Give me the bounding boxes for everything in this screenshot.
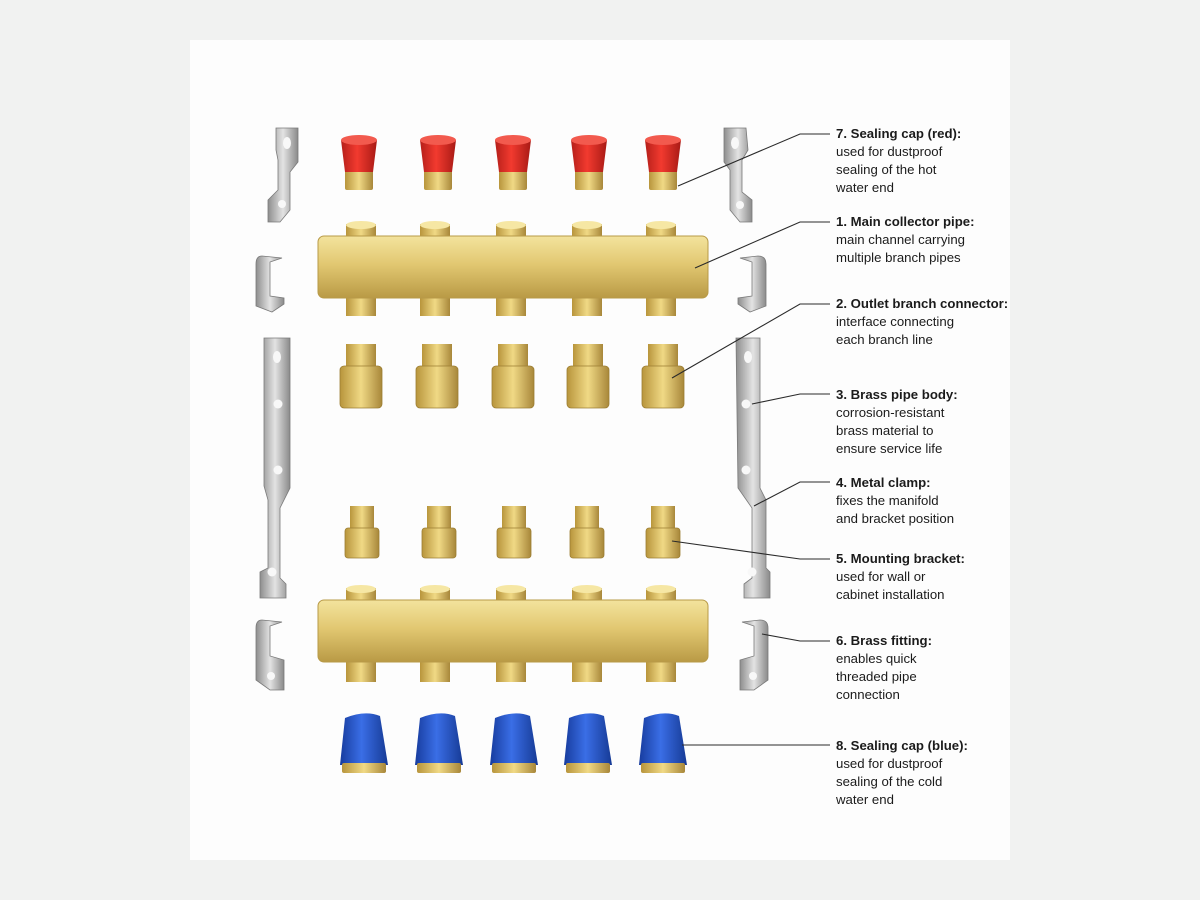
red-sealing-cap [645, 135, 681, 190]
leader-line-5 [671, 540, 830, 560]
callout-description: corrosion-resistant brass material to en… [836, 405, 945, 456]
blue-sealing-cap [340, 713, 388, 773]
metal-clamp [255, 619, 285, 691]
callout-title: 6. Brass fitting: [836, 633, 932, 648]
callout-description: interface connecting each branch line [836, 314, 955, 347]
brass-fitting [344, 506, 380, 559]
callout-title: 8. Sealing cap (blue): [836, 738, 968, 753]
blue-sealing-cap [415, 713, 463, 773]
callout-description: enables quick threaded pipe connection [836, 651, 917, 702]
callout-description: used for wall or cabinet installation [836, 569, 945, 602]
callout-description: used for dustproof sealing of the cold w… [836, 756, 943, 807]
callout-outlet-branch-connector: 2. Outlet branch connector: interface co… [836, 295, 1026, 349]
metal-clamp [267, 127, 299, 223]
bottom-collector-pipe [317, 585, 709, 682]
brass-fitting [645, 506, 681, 559]
brass-fitting [496, 506, 532, 559]
callout-brass-pipe-body: 3. Brass pipe body: corrosion-resistant … [836, 386, 1016, 458]
callout-description: main channel carrying multiple branch pi… [836, 232, 966, 265]
blue-sealing-caps [340, 713, 687, 773]
brass-fittings [344, 506, 681, 559]
leader-line-7 [677, 133, 830, 187]
callout-description: fixes the manifold and bracket position [836, 493, 955, 526]
red-sealing-cap [571, 135, 607, 190]
leader-line-2 [671, 303, 830, 379]
mounting-bracket [735, 337, 771, 599]
outlet-branch-connector [415, 344, 459, 409]
callout-title: 3. Brass pipe body: [836, 387, 958, 402]
outlet-branch-connector [339, 344, 383, 409]
outlet-branch-connector [641, 344, 685, 409]
red-sealing-cap [495, 135, 531, 190]
red-sealing-cap [341, 135, 377, 190]
outlet-branch-connector [491, 344, 535, 409]
callout-description: used for dustproof sealing of the hot wa… [836, 144, 943, 195]
blue-sealing-cap [564, 713, 612, 773]
leader-lines [671, 133, 830, 746]
leader-line-1 [694, 221, 830, 269]
left-hardware [255, 127, 299, 691]
leader-line-6 [761, 633, 830, 642]
red-sealing-cap [420, 135, 456, 190]
metal-clamp [739, 619, 769, 691]
callout-title: 7. Sealing cap (red): [836, 126, 962, 141]
metal-clamp [737, 255, 767, 313]
callout-mounting-bracket: 5. Mounting bracket: used for wall or ca… [836, 550, 1016, 604]
brass-fitting [421, 506, 457, 559]
callout-metal-clamp: 4. Metal clamp: fixes the manifold and b… [836, 474, 1016, 528]
red-sealing-caps [341, 135, 681, 190]
leader-line-4 [753, 481, 830, 507]
callout-brass-fitting: 6. Brass fitting: enables quick threaded… [836, 632, 1016, 704]
callout-title: 1. Main collector pipe: [836, 214, 975, 229]
outlet-branch-connector [566, 344, 610, 409]
callout-title: 4. Metal clamp: [836, 475, 931, 490]
callout-main-collector-pipe: 1. Main collector pipe: main channel car… [836, 213, 1016, 267]
metal-clamp [723, 127, 753, 223]
outlet-branch-connectors [339, 344, 685, 409]
mounting-bracket [259, 337, 291, 599]
blue-sealing-cap [490, 713, 538, 773]
brass-fitting [569, 506, 605, 559]
callout-title: 5. Mounting bracket: [836, 551, 965, 566]
metal-clamp [255, 255, 285, 313]
top-collector-pipe [317, 221, 709, 316]
callout-sealing-cap-red: 7. Sealing cap (red): used for dustproof… [836, 125, 1016, 197]
callout-sealing-cap-blue: 8. Sealing cap (blue): used for dustproo… [836, 737, 1016, 809]
right-hardware [723, 127, 771, 691]
blue-sealing-cap [639, 713, 687, 773]
leader-line-3 [751, 393, 830, 405]
callout-title: 2. Outlet branch connector: [836, 296, 1009, 311]
